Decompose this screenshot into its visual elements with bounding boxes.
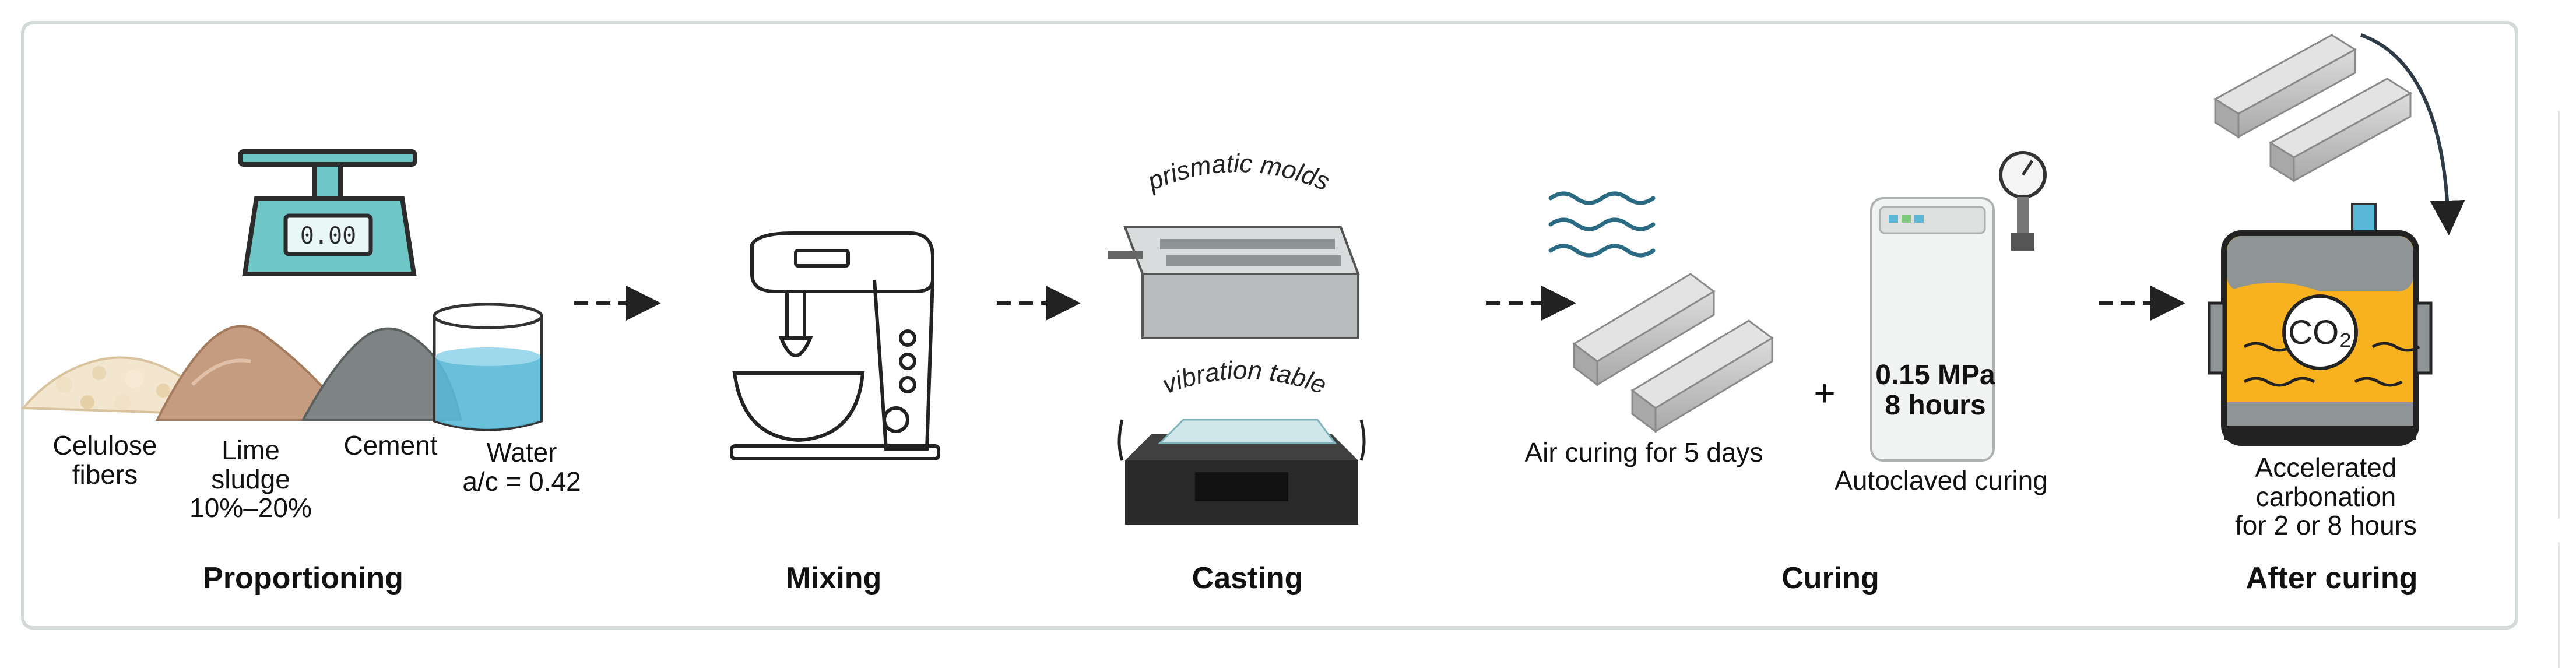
cellulose-fibers-icon [20, 356, 206, 416]
vibration-table-icon [1117, 419, 1366, 525]
air-curing-label: Air curing for 5 days [1524, 437, 1763, 467]
water-label: Water a/c = 0.42 [462, 437, 581, 497]
curved-arrow-icon [2360, 33, 2465, 235]
lime-sludge-label: Lime sludge 10%–20% [189, 435, 312, 523]
scrollbar-track [2558, 111, 2560, 519]
plus-sign: + [1814, 372, 1836, 414]
cement-label: Cement [343, 430, 438, 460]
vibration-label: vibration table [1159, 356, 1330, 400]
step-mixing: Mixing [785, 561, 882, 595]
scrollbar-track-lower [2558, 542, 2560, 668]
diagram-frame [21, 21, 2518, 630]
water-beaker-icon [433, 303, 543, 431]
carbonation-chamber-icon: CO₂ [2208, 203, 2433, 446]
scale-display: 0.00 [300, 223, 356, 249]
co2-label: CO₂ [2288, 314, 2352, 351]
scale-icon: 0.00 [238, 149, 417, 276]
stand-mixer-icon [730, 231, 940, 460]
pressure-label: 0.15 MPa 8 hours [1875, 360, 1995, 421]
step-proportioning: Proportioning [203, 561, 403, 595]
prismatic-molds-icon [1108, 226, 1360, 339]
autoclave-icon [1870, 151, 2047, 462]
cellulose-label: Celulose fibers [52, 430, 157, 490]
specimen-bars-carbonation-icon [2213, 34, 2412, 182]
step-casting: Casting [1192, 561, 1303, 595]
air-waves-icon [1548, 191, 1656, 258]
specimen-bars-air-icon [1572, 273, 1774, 433]
molds-label: prismatic molds [1143, 149, 1334, 196]
carbonation-label: Accelerated carbonation for 2 or 8 hours [2235, 452, 2417, 541]
autoclaved-label: Autoclaved curing [1835, 465, 2048, 495]
step-curing: Curing [1781, 561, 1879, 595]
step-after-curing: After curing [2245, 561, 2418, 595]
